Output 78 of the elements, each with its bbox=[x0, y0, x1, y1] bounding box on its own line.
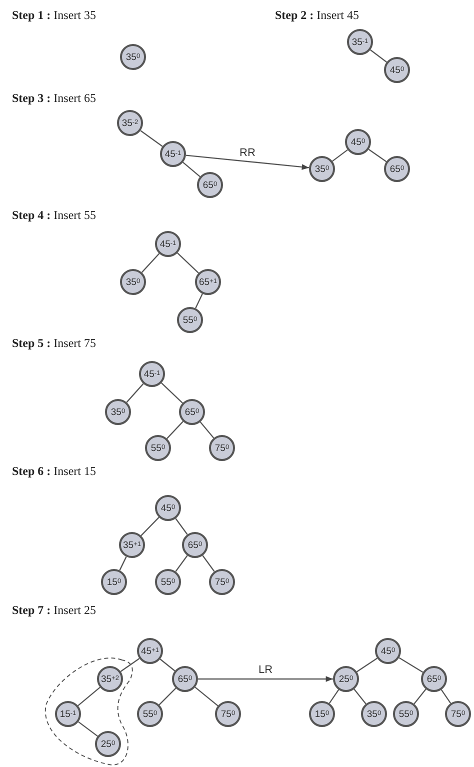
tree-edge bbox=[354, 688, 366, 704]
step-heading: Step 5 : Insert 75 bbox=[12, 336, 96, 351]
tree-node: 45$^{0}$ bbox=[345, 129, 371, 155]
tree-node: 45$^{-1}$ bbox=[139, 361, 165, 387]
tree-edge bbox=[398, 657, 424, 673]
tree-edge bbox=[119, 556, 127, 571]
step-heading: Step 7 : Insert 25 bbox=[12, 603, 96, 618]
tree-edge bbox=[158, 688, 176, 706]
tree-node: 25$^{0}$ bbox=[333, 666, 359, 692]
tree-node: 75$^{0}$ bbox=[209, 569, 235, 595]
step-heading: Step 4 : Insert 55 bbox=[12, 208, 96, 223]
tree-node: 15$^{0}$ bbox=[309, 701, 335, 727]
tree-node: 35$^{0}$ bbox=[120, 44, 146, 70]
step-heading: Step 3 : Insert 65 bbox=[12, 91, 96, 106]
step-heading: Step 1 : Insert 35 bbox=[12, 8, 96, 23]
tree-node: 35$^{+1}$ bbox=[119, 532, 145, 558]
tree-node: 45$^{+1}$ bbox=[137, 638, 163, 664]
tree-node: 35$^{-1}$ bbox=[347, 29, 373, 55]
tree-edge bbox=[368, 148, 387, 162]
edge-label: RR bbox=[238, 146, 256, 158]
tree-node: 45$^{0}$ bbox=[155, 495, 181, 521]
tree-node: 45$^{-1}$ bbox=[155, 231, 181, 257]
tree-node: 25$^{0}$ bbox=[95, 731, 121, 757]
tree-node: 35$^{+2}$ bbox=[97, 666, 123, 692]
tree-node: 55$^{0}$ bbox=[145, 435, 171, 461]
tree-node: 75$^{0}$ bbox=[215, 701, 241, 727]
tree-node: 35$^{0}$ bbox=[105, 399, 131, 425]
tree-edge bbox=[182, 162, 200, 178]
tree-node: 65$^{0}$ bbox=[179, 399, 205, 425]
tree-node: 55$^{0}$ bbox=[177, 307, 203, 333]
tree-node: 75$^{0}$ bbox=[445, 701, 471, 727]
tree-edge bbox=[120, 658, 140, 672]
tree-node: 35$^{0}$ bbox=[120, 269, 146, 295]
tree-node: 35$^{0}$ bbox=[309, 156, 335, 182]
tree-edge bbox=[332, 149, 348, 162]
tree-node: 15$^{-1}$ bbox=[55, 701, 81, 727]
tree-edge bbox=[166, 421, 184, 439]
tree-edge bbox=[140, 130, 163, 147]
step-heading: Step 6 : Insert 15 bbox=[12, 464, 96, 479]
tree-edge bbox=[414, 688, 426, 704]
tree-node: 75$^{0}$ bbox=[209, 435, 235, 461]
tree-edge bbox=[161, 382, 183, 404]
tree-node: 35$^{0}$ bbox=[361, 701, 387, 727]
tree-edge bbox=[160, 658, 176, 672]
tree-edge bbox=[202, 555, 215, 572]
arrow bbox=[186, 154, 310, 170]
tree-node: 55$^{0}$ bbox=[155, 569, 181, 595]
tree-node: 15$^{0}$ bbox=[101, 569, 127, 595]
tree-node: 65$^{0}$ bbox=[421, 666, 447, 692]
tree-edge bbox=[78, 686, 100, 706]
tree-edge bbox=[194, 686, 218, 706]
tree-edge bbox=[177, 252, 199, 274]
tree-edge bbox=[195, 294, 203, 308]
tree-node: 65$^{0}$ bbox=[172, 666, 198, 692]
tree-edge bbox=[370, 49, 387, 63]
tree-node: 65$^{+1}$ bbox=[195, 269, 221, 295]
tree-edge bbox=[175, 518, 188, 535]
tree-edge bbox=[126, 383, 144, 403]
tree-edge bbox=[328, 689, 340, 704]
tree-edge bbox=[175, 555, 188, 572]
tree-edge bbox=[141, 253, 160, 273]
tree-node: 55$^{0}$ bbox=[393, 701, 419, 727]
tree-edge bbox=[356, 658, 378, 672]
tree-edge bbox=[140, 516, 160, 536]
tree-node: 65$^{0}$ bbox=[384, 156, 410, 182]
tree-edge bbox=[200, 422, 214, 438]
arrow bbox=[198, 676, 333, 682]
tree-node: 65$^{0}$ bbox=[182, 532, 208, 558]
tree-node: 35$^{-2}$ bbox=[117, 110, 143, 136]
step-heading: Step 2 : Insert 45 bbox=[275, 8, 359, 23]
tree-node: 45$^{0}$ bbox=[384, 57, 410, 83]
tree-node: 65$^{0}$ bbox=[197, 172, 223, 198]
tree-node: 55$^{0}$ bbox=[137, 701, 163, 727]
tree-node: 45$^{-1}$ bbox=[160, 141, 186, 167]
edge-label: LR bbox=[257, 664, 274, 676]
tree-edge bbox=[440, 689, 452, 704]
tree-node: 45$^{0}$ bbox=[375, 638, 401, 664]
tree-edge bbox=[78, 721, 98, 737]
